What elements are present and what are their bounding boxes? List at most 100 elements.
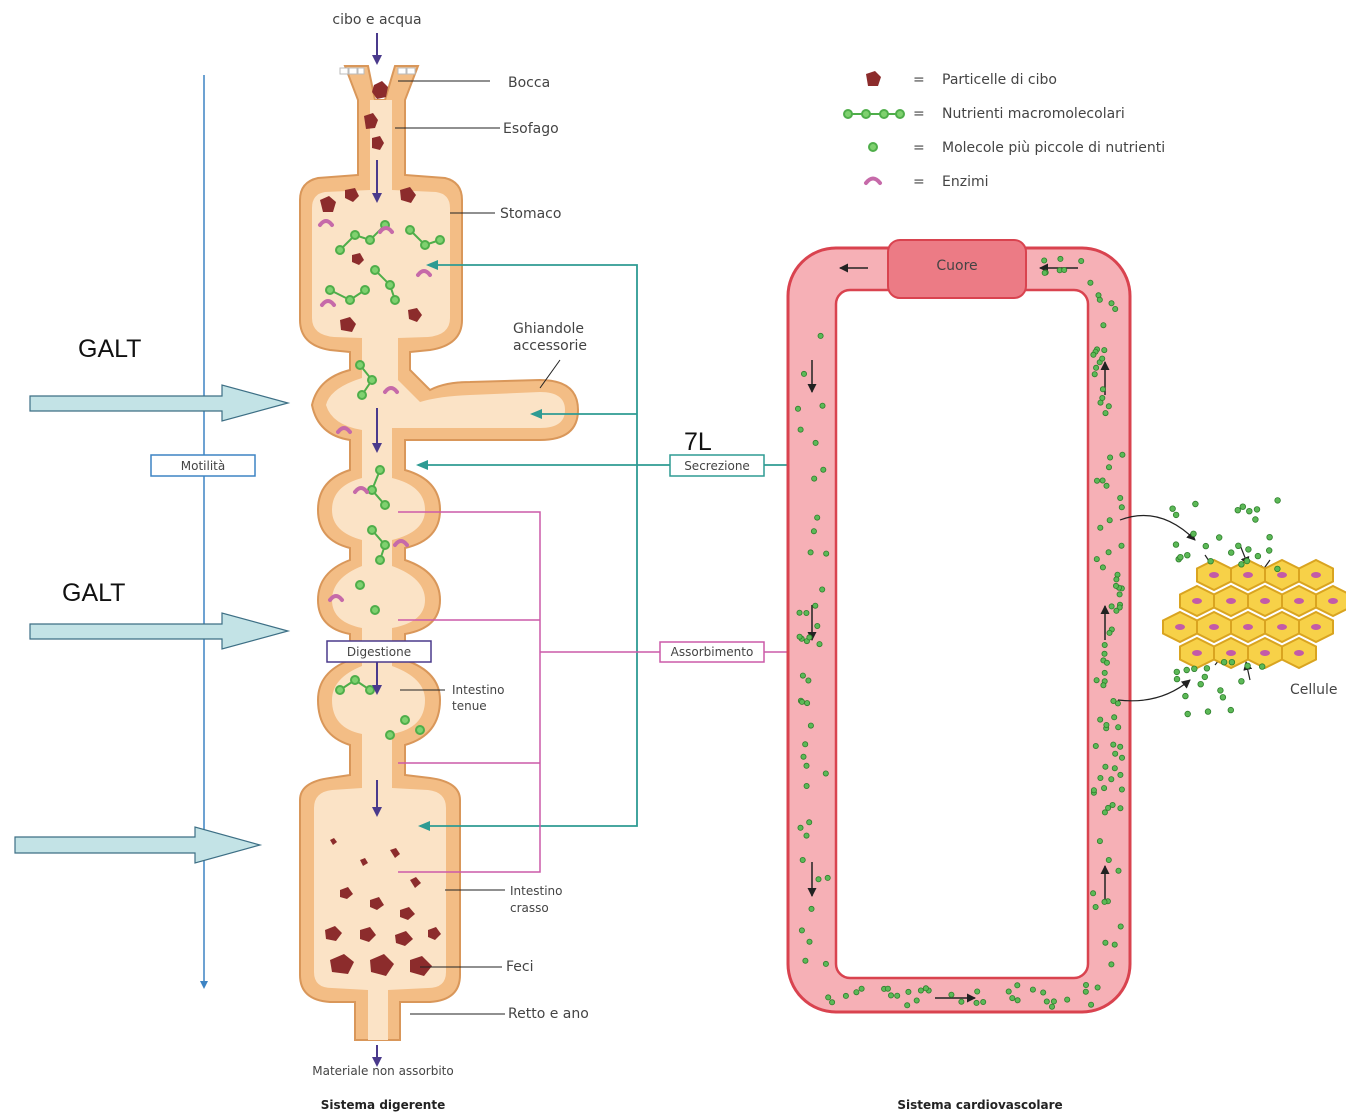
- nutrient-dot: [1198, 681, 1204, 687]
- nutrient-dot: [1094, 678, 1099, 683]
- glands-label-line2: accessorie: [513, 338, 587, 354]
- nutrient-dot: [1106, 550, 1111, 555]
- cell-nucleus: [1328, 598, 1338, 604]
- motility-label: Motilità: [181, 459, 225, 473]
- nutrient-dot: [1220, 695, 1226, 701]
- nutrient-dot: [843, 993, 848, 998]
- cell-nucleus: [1277, 572, 1287, 578]
- nutrient-dot: [1118, 924, 1123, 929]
- cells-label: Cellule: [1290, 682, 1338, 698]
- nutrient-dot: [1030, 987, 1035, 992]
- nutrient-dot: [1216, 535, 1222, 541]
- nutrient-dot: [798, 825, 803, 830]
- nutrient-dot: [1097, 839, 1102, 844]
- nutrient-dot: [959, 999, 964, 1004]
- nutrient-dot: [1015, 998, 1020, 1003]
- nutrient-dot: [801, 371, 806, 376]
- nutrient-dot: [1247, 508, 1253, 514]
- output-label: Materiale non assorbito: [312, 1064, 453, 1078]
- nutrient-dot: [812, 476, 817, 481]
- nutrient-dot: [1109, 777, 1114, 782]
- nutrient-dot: [1058, 256, 1063, 261]
- nutrient-dot: [1240, 504, 1246, 510]
- cell-nucleus: [1192, 598, 1202, 604]
- nutrient-dot: [981, 999, 986, 1004]
- legend-eq-4: =: [913, 174, 925, 190]
- nutrient-dot: [804, 833, 809, 838]
- nutrient-dot: [817, 642, 822, 647]
- nutrient-dot: [1266, 548, 1272, 554]
- nutrient-dot: [1102, 348, 1107, 353]
- nutrient-dot: [1083, 982, 1088, 987]
- nutrient-dot: [1042, 258, 1047, 263]
- cell-nucleus: [1175, 624, 1185, 630]
- legend-eq-2: =: [913, 106, 925, 122]
- nutrient-dot: [1098, 525, 1103, 530]
- nutrient-dot: [1098, 717, 1103, 722]
- macromolecule-icon: [844, 110, 904, 118]
- nutrient-dot: [1191, 531, 1197, 537]
- nutrient-dot: [1118, 772, 1123, 777]
- small-molecule-icon: [869, 143, 877, 151]
- nutrient-dot: [1091, 352, 1096, 357]
- nutrient-dot: [1106, 465, 1111, 470]
- nutrient-dot: [823, 771, 828, 776]
- nutrient-dot: [818, 333, 823, 338]
- nutrient-dot: [795, 406, 800, 411]
- nutrient-dot: [1208, 558, 1214, 564]
- galt-label-2: GALT: [62, 579, 125, 607]
- nutrient-dot: [807, 820, 812, 825]
- cardio-title: Sistema cardiovascolare: [897, 1098, 1062, 1112]
- nutrient-dot: [1170, 506, 1176, 512]
- nutrient-dot: [1116, 868, 1121, 873]
- nutrient-dot: [804, 610, 809, 615]
- nutrient-dot: [797, 634, 802, 639]
- heart-label: Cuore: [936, 258, 977, 274]
- nutrient-dot: [1236, 543, 1242, 549]
- nutrient-dot: [1193, 501, 1199, 507]
- nutrient-dot: [1100, 395, 1105, 400]
- nutrient-dot: [1094, 478, 1099, 483]
- nutrient-dot: [1101, 323, 1106, 328]
- large-intestine-label-line1: Intestino: [510, 884, 562, 898]
- nutrient-dot: [799, 699, 804, 704]
- nutrient-dot: [1051, 999, 1056, 1004]
- secretion-lines: [418, 265, 820, 826]
- nutrient-dot: [1173, 512, 1179, 518]
- galt-arrow-3: [15, 827, 260, 863]
- feces-label: Feci: [506, 959, 534, 975]
- nutrient-dot: [806, 678, 811, 683]
- nutrient-dot: [1118, 744, 1123, 749]
- nutrient-dot: [1093, 904, 1098, 909]
- nutrient-dot: [1114, 577, 1119, 582]
- nutrient-dot: [1113, 751, 1118, 756]
- nutrient-dot: [807, 635, 812, 640]
- nutrient-dot: [1111, 742, 1116, 747]
- nutrient-dot: [1098, 775, 1103, 780]
- nutrient-dot: [1044, 999, 1049, 1004]
- nutrient-dot: [1204, 666, 1210, 672]
- nutrient-dot: [800, 857, 805, 862]
- nutrient-dot: [905, 1003, 910, 1008]
- nutrient-dot: [1203, 543, 1209, 549]
- nutrient-dot: [1119, 755, 1124, 760]
- nutrient-dot: [1093, 743, 1098, 748]
- nutrient-dot: [1259, 664, 1265, 670]
- nutrient-dot: [1079, 258, 1084, 263]
- digestive-title: Sistema digerente: [321, 1098, 445, 1112]
- nutrient-dot: [1183, 693, 1189, 699]
- nutrient-dot: [1118, 495, 1123, 500]
- nutrient-dot: [1100, 478, 1105, 483]
- nutrient-dot: [809, 906, 814, 911]
- nutrient-dot: [813, 603, 818, 608]
- cells-cluster: [1163, 560, 1346, 668]
- nutrient-dot: [906, 989, 911, 994]
- nutrient-dot: [1112, 766, 1117, 771]
- legend-eq-1: =: [913, 72, 925, 88]
- legend-text-food: Particelle di cibo: [942, 72, 1057, 88]
- nutrient-dot: [1097, 297, 1102, 302]
- nutrient-dot: [813, 440, 818, 445]
- nutrient-dot: [821, 467, 826, 472]
- nutrient-dot: [1102, 642, 1107, 647]
- nutrient-dot: [859, 986, 864, 991]
